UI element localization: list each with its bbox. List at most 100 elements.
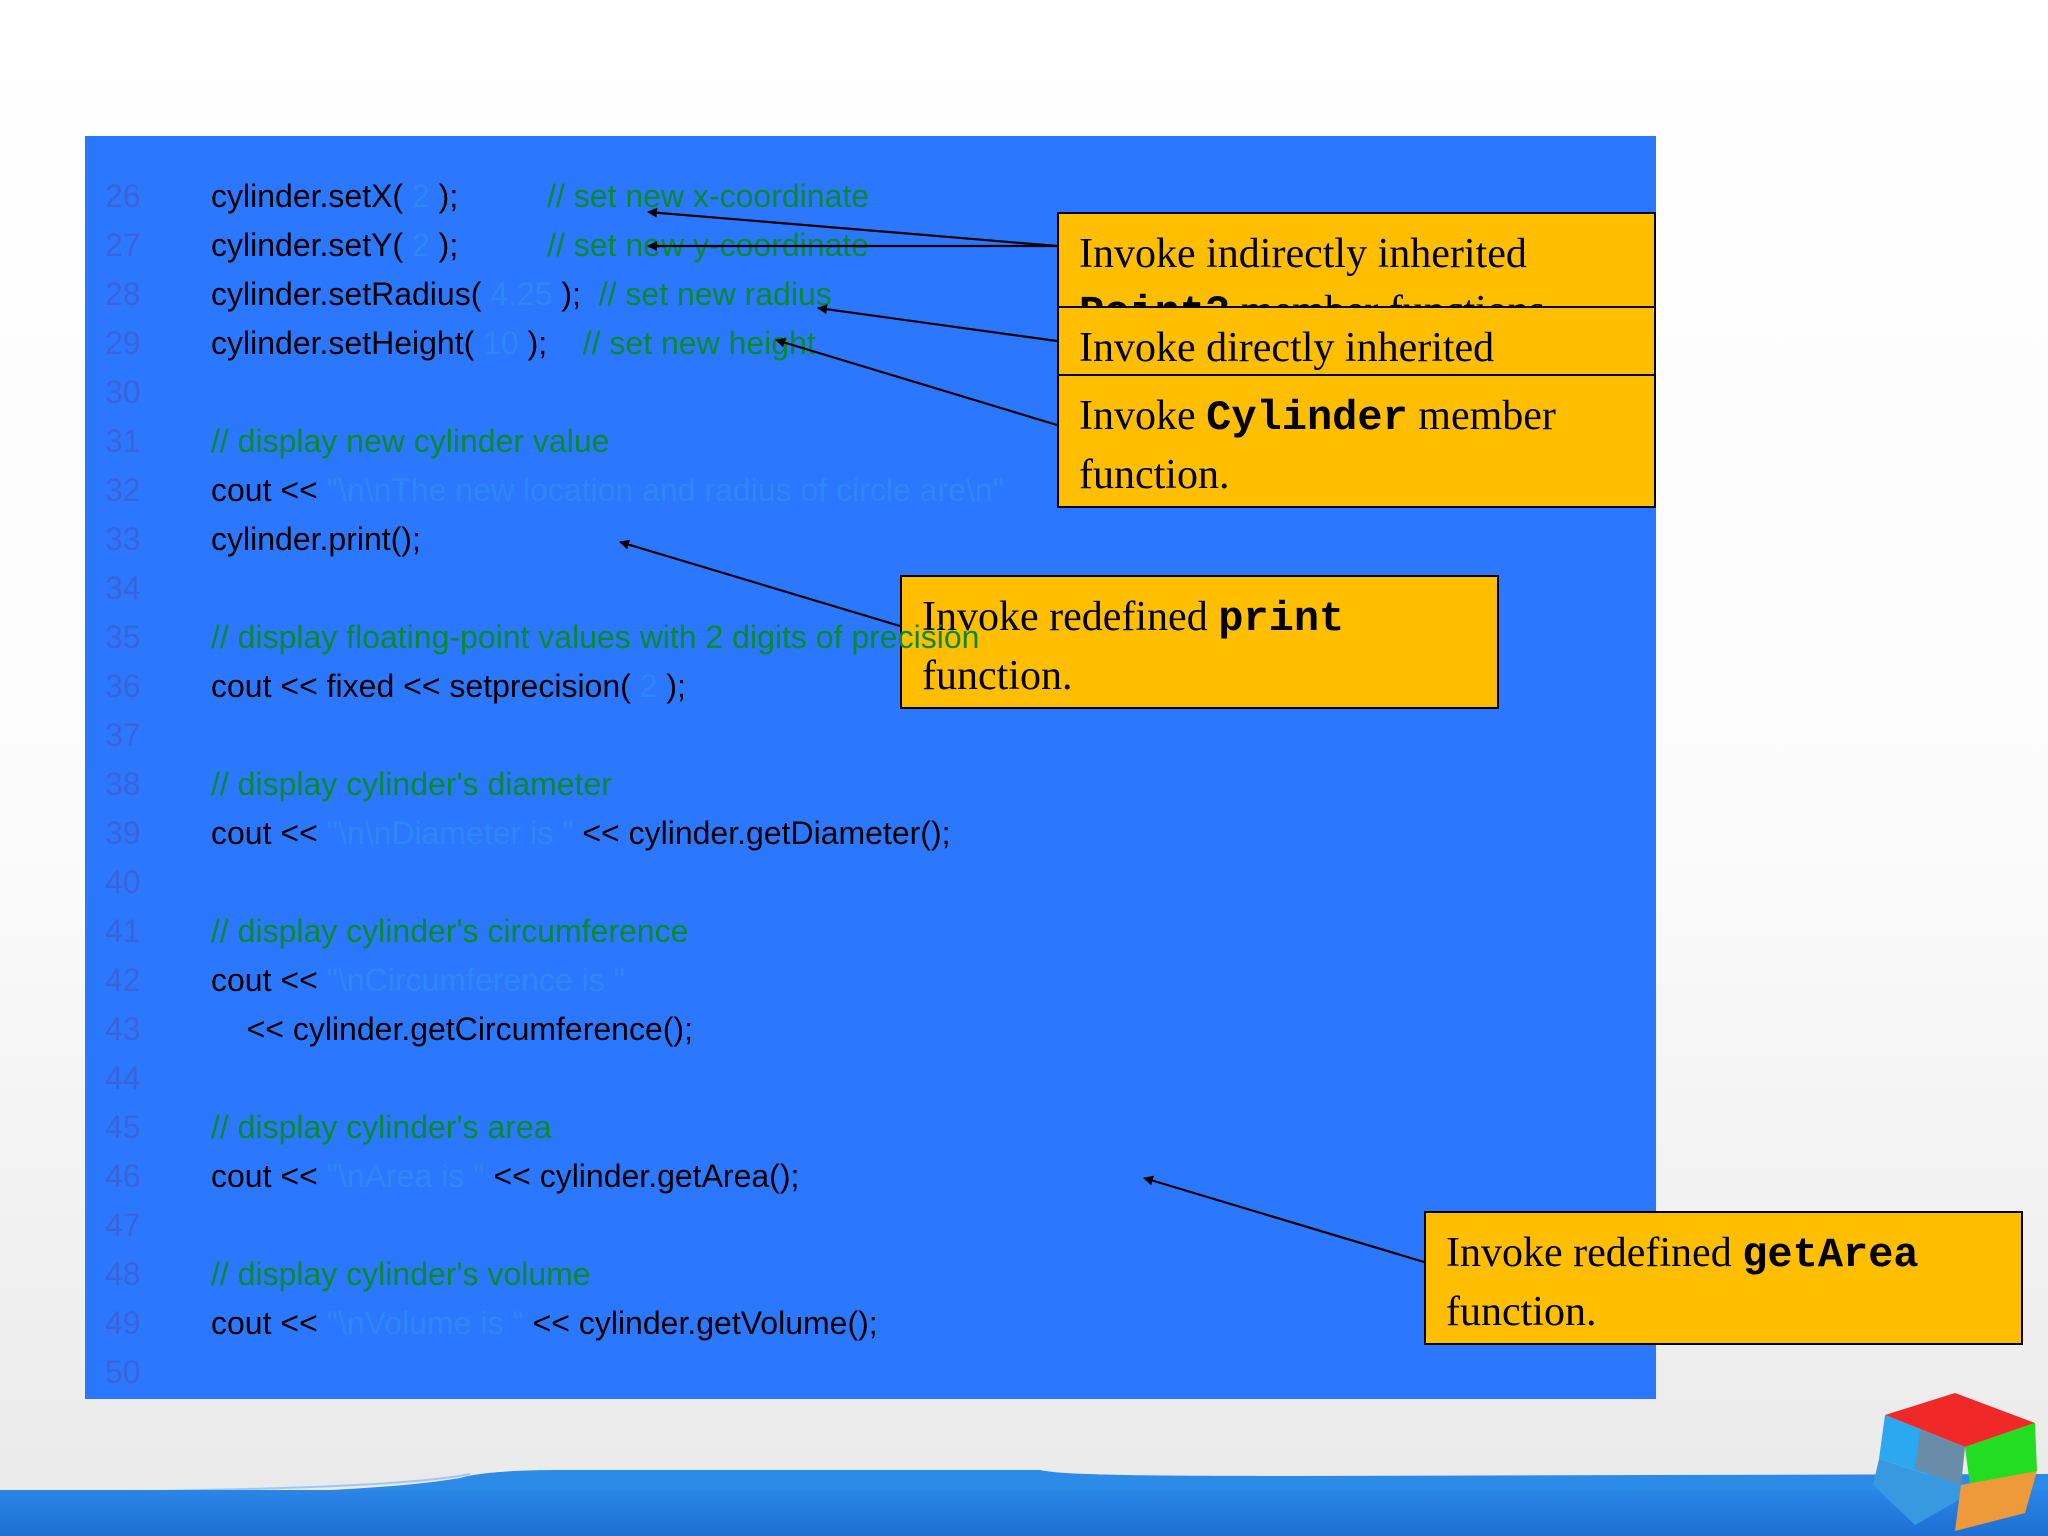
callout-indirect-class-name: Point3 [1079,289,1230,310]
code-text: cout << "\nArea is " << cylinder.getArea… [211,1152,799,1201]
code-plain: cylinder.setHeight( [211,325,484,361]
code-plain: ); [518,325,583,361]
code-text: cylinder.setHeight( 10 ); // set new hei… [211,319,816,368]
code-plain: ); [429,178,548,214]
code-line: 34 [85,564,1656,613]
code-comment: // set new height [582,325,816,361]
code-comment: // display cylinder's area [211,1109,552,1145]
line-number: 28 [105,276,141,312]
line-number: 44 [105,1060,141,1096]
line-number: 45 [105,1109,141,1145]
code-comment: // display cylinder's volume [211,1256,591,1292]
code-text: // display floating-point values with 2 … [211,613,979,662]
code-plain: cout << fixed << setprecision( [211,668,640,704]
code-line: 47 [85,1201,1656,1250]
code-text: cout << "\n\nThe new location and radius… [211,466,1004,515]
callout-indirectly-inherited: Invoke indirectly inherited Point3 membe… [1057,212,1656,312]
callout-cylinder-text-1: Invoke [1079,393,1207,439]
code-plain: cout << [211,1305,327,1341]
code-literal: 10 [483,325,519,361]
callout-getarea-text-1: Invoke redefined [1446,1230,1743,1276]
code-text: cout << fixed << setprecision( 2 ); [211,662,686,711]
code-line: 29 cylinder.setHeight( 10 ); // set new h… [85,319,1656,368]
callout-indirect-text-2: member functions. [1230,288,1556,312]
code-text: // display cylinder's circumference [211,907,688,956]
code-literal: "\nCircumference is " [326,962,625,998]
code-line: 38 // display cylinder's diameter [85,760,1656,809]
code-line: 33 cylinder.print(); [85,515,1656,564]
line-number: 40 [105,864,141,900]
line-number: 39 [105,815,141,851]
line-number: 50 [105,1354,141,1390]
line-number: 48 [105,1256,141,1292]
code-text: << cylinder.getCircumference(); [211,1005,693,1054]
code-plain: << cylinder.getArea(); [484,1158,800,1194]
callout-cylinder-member: Invoke Cylinder member function. [1057,374,1656,508]
line-number: 30 [105,374,141,410]
code-line: 26 cylinder.setX( 2 ); // set new x-coord… [85,172,1656,221]
callout-cylinder-text-2: member function. [1079,393,1556,498]
code-text: cylinder.print(); [211,515,421,564]
code-line: 31// display new cylinder value [85,417,1656,466]
code-text: cylinder.setRadius( 4.25 ); // set new r… [211,270,832,319]
callout-print-function-name: print [1218,595,1345,643]
code-line: 42 cout << "\nCircumference is " [85,956,1656,1005]
line-number: 29 [105,325,141,361]
code-text: // display cylinder's volume [211,1250,591,1299]
line-number: 38 [105,766,141,802]
footer-band [0,1490,2048,1536]
code-text: // display cylinder's diameter [211,760,612,809]
code-plain: cout << [211,1158,327,1194]
code-line: 45 // display cylinder's area [85,1103,1656,1152]
line-number: 34 [105,570,141,606]
line-number: 47 [105,1207,141,1243]
code-comment: // display new cylinder value [211,423,610,459]
code-literal: "\n\nThe new location and radius of circ… [326,472,1004,508]
code-line: 37 [85,711,1656,760]
code-plain: ); [657,668,686,704]
code-plain: cout << [211,962,327,998]
line-number: 27 [105,227,141,263]
code-text: // display cylinder's area [211,1103,551,1152]
code-line: 43 << cylinder.getCircumference(); [85,1005,1656,1054]
code-text: cout << "\n\nDiameter is " << cylinder.g… [211,809,950,858]
code-literal: "\nVolume is " [326,1305,524,1341]
code-plain: ); [552,276,599,312]
code-text: // display new cylinder value [211,417,609,466]
code-plain: << cylinder.getDiameter(); [573,815,951,851]
callout-print-text-2: function. [922,653,1073,699]
line-number: 49 [105,1305,141,1341]
code-line: 48 // display cylinder's volume [85,1250,1656,1299]
code-plain: << cylinder.getVolume(); [523,1305,878,1341]
line-number: 33 [105,521,141,557]
code-comment: // set new x-coordinate [547,178,870,214]
callout-direct-text: Invoke directly inherited [1079,325,1495,371]
code-comment: // display cylinder's diameter [211,766,612,802]
callout-indirect-text-1: Invoke indirectly inherited [1079,231,1527,277]
code-literal: 2 [639,668,658,704]
code-text: cylinder.setX( 2 ); // set new x-coordin… [211,172,869,221]
code-comment: // display floating-point values with 2 … [211,619,980,655]
line-number: 41 [105,913,141,949]
line-number: 42 [105,962,141,998]
code-line: 40 [85,858,1656,907]
callout-redefined-getarea: Invoke redefined getArea function. [1424,1211,2023,1345]
code-literal: 4.25 [490,276,553,312]
line-number: 43 [105,1011,141,1047]
code-plain: cylinder.setRadius( [211,276,491,312]
code-comment: // set new y-coordinate [547,227,870,263]
callout-cylinder-class-name: Cylinder [1206,394,1408,442]
code-plain: << cylinder.getCircumference(); [211,1011,693,1047]
code-text: cout << "\nVolume is " << cylinder.getVo… [211,1299,878,1348]
cube-logo-icon [1873,1393,2037,1531]
code-plain: cout << [211,472,327,508]
code-literal: 2 [411,227,430,263]
code-literal: 2 [411,178,430,214]
code-line: 50 [85,1348,1656,1397]
line-number: 46 [105,1158,141,1194]
line-number: 26 [105,178,141,214]
code-comment: // display cylinder's circumference [211,913,689,949]
code-line: 36 cout << fixed << setprecision( 2 ); [85,662,1656,711]
line-number: 36 [105,668,141,704]
